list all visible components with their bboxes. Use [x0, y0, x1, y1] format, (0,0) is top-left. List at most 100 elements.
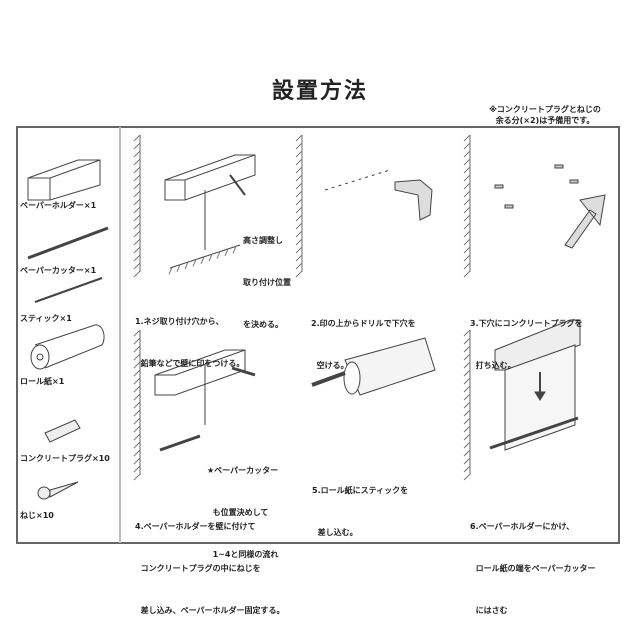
- floor-hatch: [232, 246, 237, 254]
- hatch-mark: [463, 206, 471, 214]
- hammer-illustration: [564, 194, 606, 249]
- step-line: ロール紙の端をペーパーカッター: [470, 564, 596, 573]
- hatch-mark: [133, 158, 141, 166]
- hatch-mark: [463, 158, 471, 166]
- hatch-mark: [463, 246, 471, 254]
- hatch-mark: [133, 369, 141, 377]
- step-line: 差し込み、ペーパーホルダー固定する。: [135, 606, 285, 615]
- step-line: 空ける。: [311, 361, 349, 370]
- step-line: にはさむ: [470, 606, 508, 615]
- hatch-mark: [463, 449, 471, 457]
- hatch-mark: [295, 198, 303, 206]
- instruction-frame: [16, 126, 620, 544]
- plugs-illustration: [494, 164, 579, 209]
- step-5: 5.ロール紙にスティックを 差し込む。: [312, 456, 408, 554]
- hatch-mark: [463, 150, 471, 158]
- hatch-mark: [133, 473, 141, 481]
- part-roll-paper: ロール紙×1: [20, 377, 65, 386]
- part-concrete-plug: コンクリートプラグ×10: [20, 454, 110, 463]
- hatch-mark: [295, 206, 303, 214]
- hatch-mark: [133, 345, 141, 353]
- step-6: 6.ペーパーホルダーにかけ、 ロール紙の端をペーパーカッター にはさむ: [470, 492, 596, 632]
- hatch-mark: [133, 222, 141, 230]
- hatch-mark: [133, 353, 141, 361]
- hatch-mark: [463, 134, 471, 142]
- holder-step1: [164, 154, 256, 201]
- hatch-mark: [463, 230, 471, 238]
- paper-holder-illustration: [27, 159, 101, 201]
- hatch-mark: [463, 377, 471, 385]
- hatch-mark: [463, 270, 471, 278]
- drill-marks: [324, 169, 391, 191]
- step-line: 1.ネジ取り付け穴から、: [135, 317, 224, 326]
- hatch-mark: [463, 190, 471, 198]
- hatch-mark: [463, 465, 471, 473]
- step-line: 2.印の上からドリルで下穴を: [311, 319, 416, 328]
- callout-line: 取り付け位置: [243, 278, 291, 287]
- hatch-mark: [133, 361, 141, 369]
- step-1: 1.ネジ取り付け穴から、 鉛筆などで壁に印をつける。: [135, 287, 244, 385]
- hatch-mark: [463, 142, 471, 150]
- hatch-mark: [133, 329, 141, 337]
- hatch-mark: [463, 361, 471, 369]
- hatch-mark: [463, 174, 471, 182]
- floor-hatch: [200, 256, 205, 265]
- hatch-mark: [295, 214, 303, 222]
- hatch-mark: [133, 214, 141, 222]
- hatch-mark: [133, 337, 141, 345]
- hatch-mark: [463, 425, 471, 433]
- hatch-mark: [463, 473, 471, 481]
- hatch-mark: [295, 182, 303, 190]
- hatch-mark: [463, 222, 471, 230]
- hatch-mark: [295, 262, 303, 270]
- hatch-mark: [295, 254, 303, 262]
- cutter-step6: [489, 416, 579, 450]
- part-screw: ねじ×10: [20, 511, 54, 520]
- hatch-mark: [295, 246, 303, 254]
- note-line: 余る分(×2)は予備用です。: [495, 116, 595, 125]
- hatch-mark: [463, 457, 471, 465]
- hatch-mark: [133, 254, 141, 262]
- hatch-mark: [463, 337, 471, 345]
- hatch-mark: [133, 449, 141, 457]
- hatch-mark: [463, 441, 471, 449]
- hatch-mark: [295, 166, 303, 174]
- screw-illustration: [37, 481, 79, 500]
- hatch-mark: [463, 238, 471, 246]
- hatch-mark: [133, 409, 141, 417]
- hatch-mark: [133, 377, 141, 385]
- hatch-mark: [133, 174, 141, 182]
- floor-hatch: [176, 264, 181, 272]
- roll-paper-illustration: [30, 324, 105, 370]
- hatch-mark: [133, 417, 141, 425]
- part-paper-cutter: ペーパーカッター×1: [20, 266, 97, 275]
- callout-line: ★ペーパーカッター: [207, 466, 279, 475]
- hatch-mark: [133, 425, 141, 433]
- hatch-mark: [295, 142, 303, 150]
- callout-line: を決める。: [243, 320, 283, 329]
- hatch-mark: [133, 206, 141, 214]
- hatch-mark: [463, 393, 471, 401]
- hatch-mark: [133, 246, 141, 254]
- step4-callout: ★ペーパーカッター も位置決めして 1~4と同様の流れ: [207, 436, 278, 576]
- step1-callout: 高さ調整し 取り付け位置 を決める。: [243, 206, 291, 346]
- hatch-mark: [133, 198, 141, 206]
- hatch-mark: [295, 230, 303, 238]
- step-4: 4.ペーパーホルダーを壁に付けて コンクリートプラグの中にねじを 差し込み、ペー…: [135, 492, 285, 632]
- hatch-mark: [295, 174, 303, 182]
- hatch-mark: [463, 353, 471, 361]
- holder-step4: [154, 349, 246, 396]
- hatch-mark: [295, 190, 303, 198]
- hatch-mark: [463, 345, 471, 353]
- floor-hatch: [224, 248, 229, 257]
- hatch-mark: [295, 270, 303, 278]
- hatch-mark: [133, 134, 141, 142]
- hatch-mark: [133, 441, 141, 449]
- callout-line: も位置決めして: [207, 508, 269, 517]
- hatch-mark: [463, 369, 471, 377]
- hatch-mark: [133, 166, 141, 174]
- step-line: 6.ペーパーホルダーにかけ、: [470, 522, 575, 531]
- page-title: 設置方法: [271, 79, 368, 104]
- parts-divider: [119, 127, 121, 543]
- pencil-illustration: [229, 174, 246, 196]
